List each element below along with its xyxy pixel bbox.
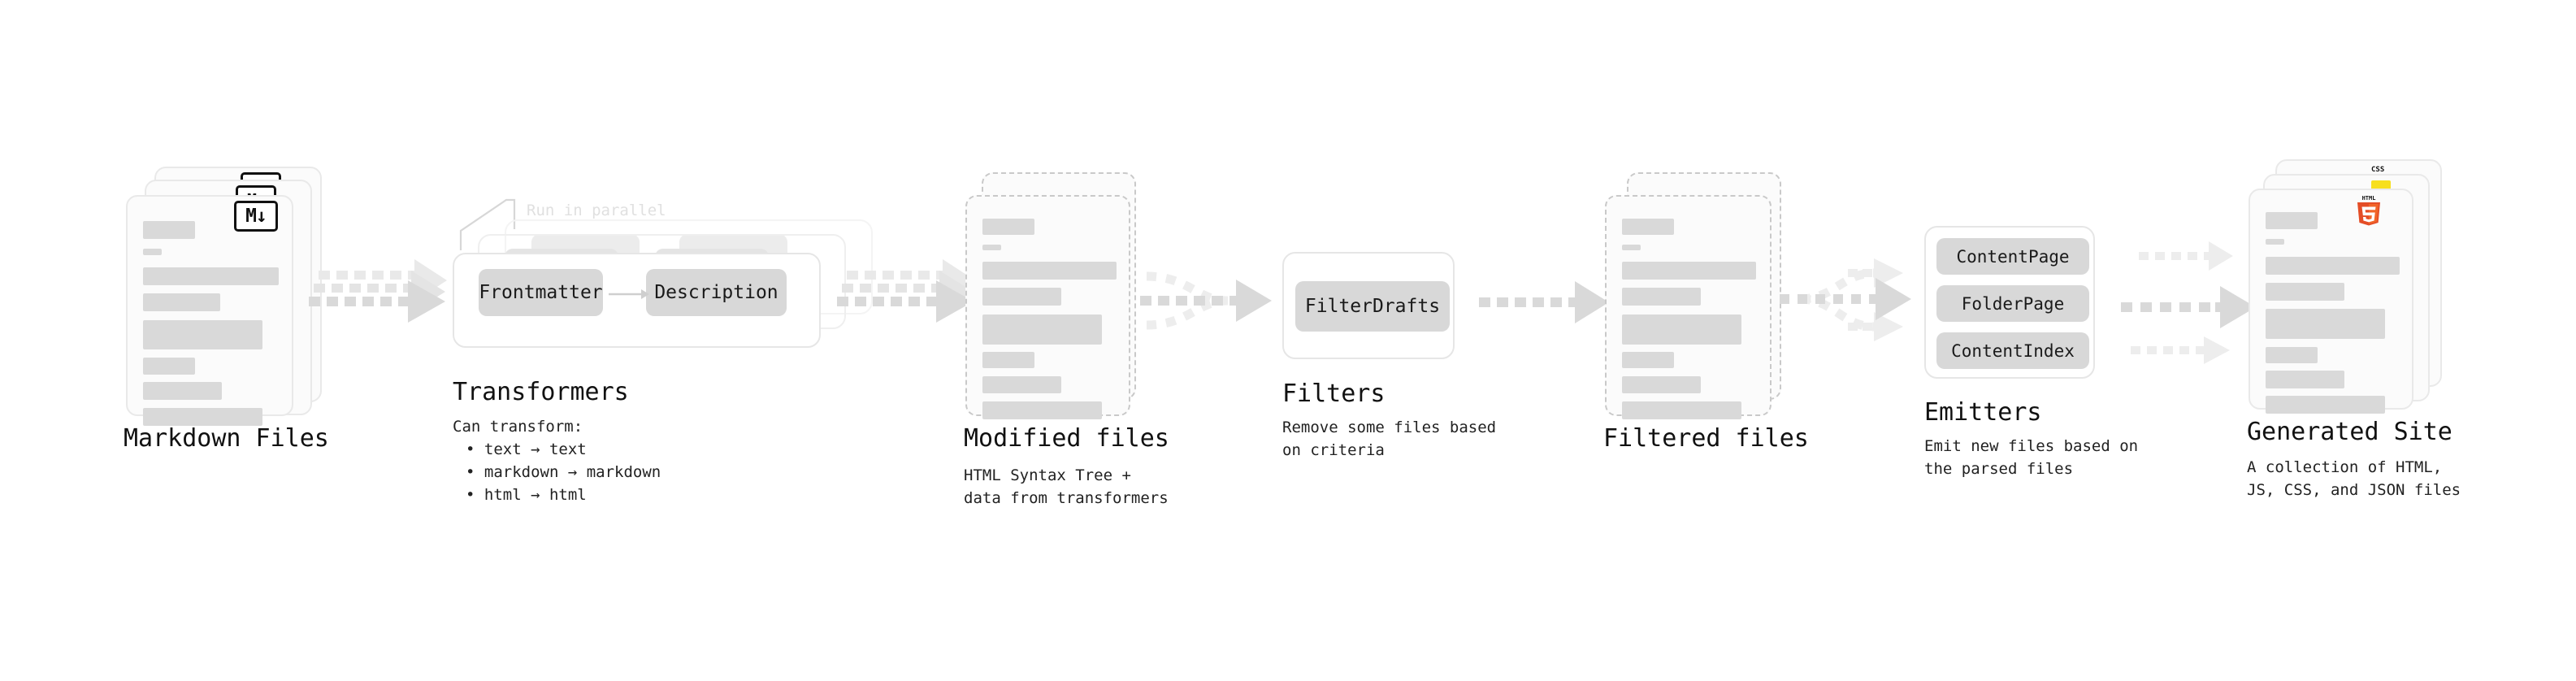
css-icon-label: CSS bbox=[2371, 166, 2385, 174]
transformer-panel: Frontmatter Description bbox=[453, 253, 821, 348]
emitters-panel: ContentPage FolderPage ContentIndex bbox=[1924, 226, 2095, 379]
connector-modified-to-filters bbox=[1140, 271, 1272, 330]
transformers-title: Transformers bbox=[453, 378, 629, 406]
transformers-bullet-1: • markdown → markdown bbox=[466, 463, 661, 481]
connector-transformers-to-modified bbox=[837, 259, 975, 323]
site-file-card bbox=[2249, 189, 2413, 414]
connector-filters-to-filtered bbox=[1479, 281, 1609, 323]
run-in-parallel-bracket bbox=[459, 198, 516, 250]
connector-filtered-to-emitters bbox=[1780, 258, 1911, 341]
run-in-parallel-label: Run in parallel bbox=[527, 202, 666, 219]
generated-site-subtitle: A collection of HTML, JS, CSS, and JSON … bbox=[2247, 458, 2461, 499]
modified-file-card bbox=[965, 195, 1130, 419]
modified-files-title: Modified files bbox=[964, 424, 1169, 453]
pill-frontmatter[interactable]: Frontmatter bbox=[479, 269, 603, 316]
filtered-file-card bbox=[1605, 195, 1772, 419]
pill-filterdrafts[interactable]: FilterDrafts bbox=[1295, 281, 1450, 332]
svg-text:HTML: HTML bbox=[2362, 195, 2376, 202]
filtered-files-title: Filtered files bbox=[1603, 424, 1809, 453]
connector-emitters-to-site bbox=[2121, 241, 2256, 364]
transformer-inner-arrow bbox=[609, 289, 649, 299]
filters-subtitle: Remove some files based on criteria bbox=[1282, 419, 1497, 459]
filters-panel: FilterDrafts bbox=[1282, 252, 1455, 359]
pill-contentpage[interactable]: ContentPage bbox=[1936, 238, 2089, 275]
modified-files-subtitle: HTML Syntax Tree + data from transformer… bbox=[964, 466, 1169, 507]
pill-folderpage[interactable]: FolderPage bbox=[1936, 285, 2089, 322]
transformers-bullet-0: • text → text bbox=[466, 440, 587, 458]
transformers-bullet-2: • html → html bbox=[466, 486, 587, 504]
markdown-icon: M↓ bbox=[234, 201, 278, 232]
connector-markdown-to-transformers bbox=[309, 259, 447, 323]
emitters-subtitle: Emit new files based on the parsed files bbox=[1924, 437, 2139, 478]
pill-contentindex[interactable]: ContentIndex bbox=[1936, 332, 2089, 369]
markdown-file-card bbox=[126, 195, 293, 426]
transformers-subtitle: Can transform: bbox=[453, 418, 583, 436]
emitters-title: Emitters bbox=[1924, 398, 2042, 427]
html5-icon: HTML bbox=[2357, 195, 2380, 226]
filters-title: Filters bbox=[1282, 380, 1386, 408]
markdown-files-title: Markdown Files bbox=[124, 424, 329, 453]
pill-description[interactable]: Description bbox=[646, 269, 787, 316]
generated-site-title: Generated Site bbox=[2247, 418, 2452, 446]
